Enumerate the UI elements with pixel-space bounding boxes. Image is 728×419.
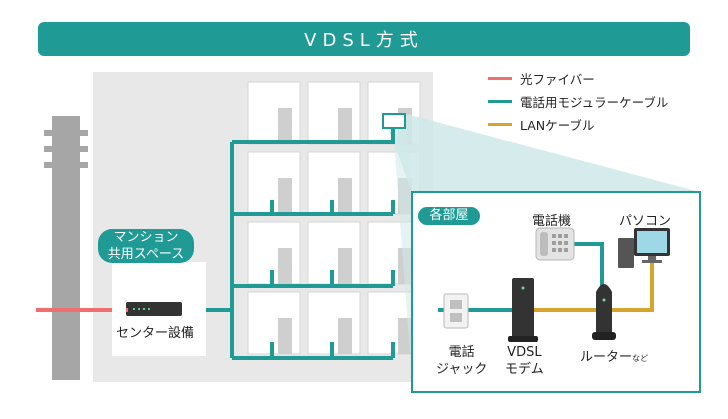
phone-jack-label-line1: 電話 (448, 345, 475, 360)
pc-icon (618, 228, 670, 268)
title-text: VDSL方式 (304, 30, 424, 51)
legend-item-phone-cable: 電話用モジュラーケーブル (488, 92, 668, 111)
legend-item-lan-cable: LANケーブル (488, 115, 594, 134)
phone-jack-label: 電話 ジャック (436, 344, 487, 378)
phone-jack-label-line2: ジャック (436, 362, 488, 377)
shared-space-label-line2: 共用スペース (107, 247, 185, 262)
shared-space-label-line1: マンション (113, 230, 179, 245)
router-label: ルーターなど (580, 346, 648, 365)
telephone-icon (535, 227, 575, 261)
pc-label: パソコン (619, 214, 672, 229)
vdsl-modem-label-line1: VDSL (507, 345, 542, 360)
telephone-label: 電話機 (532, 214, 572, 229)
phone-jack-icon (443, 293, 469, 329)
legend-label-phone-cable: 電話用モジュラーケーブル (520, 95, 669, 110)
legend-swatch-lan-cable (488, 123, 512, 126)
legend-label-lan-cable: LANケーブル (520, 118, 595, 133)
router-icon (592, 284, 616, 340)
router-label-note: など (632, 354, 649, 363)
legend-swatch-phone-cable (488, 100, 512, 103)
highlighted-room-marker (382, 113, 406, 129)
legend-label-fiber: 光ファイバー (520, 72, 595, 87)
vdsl-modem-icon (508, 278, 538, 342)
router-label-text: ルーター (580, 350, 633, 365)
vdsl-modem-label: VDSL モデム (505, 344, 544, 378)
utility-pole (52, 116, 80, 380)
title-banner: VDSL方式 (38, 22, 690, 56)
shared-space-badge: マンション 共用スペース (98, 229, 194, 263)
zoom-highlight (383, 114, 700, 192)
center-equipment-icon (126, 302, 182, 316)
legend-swatch-fiber (488, 77, 512, 80)
legend-item-fiber: 光ファイバー (488, 69, 595, 88)
vdsl-modem-label-line2: モデム (505, 362, 544, 377)
room-badge: 各部屋 (418, 207, 480, 225)
center-equipment-label: センター設備 (116, 326, 195, 341)
